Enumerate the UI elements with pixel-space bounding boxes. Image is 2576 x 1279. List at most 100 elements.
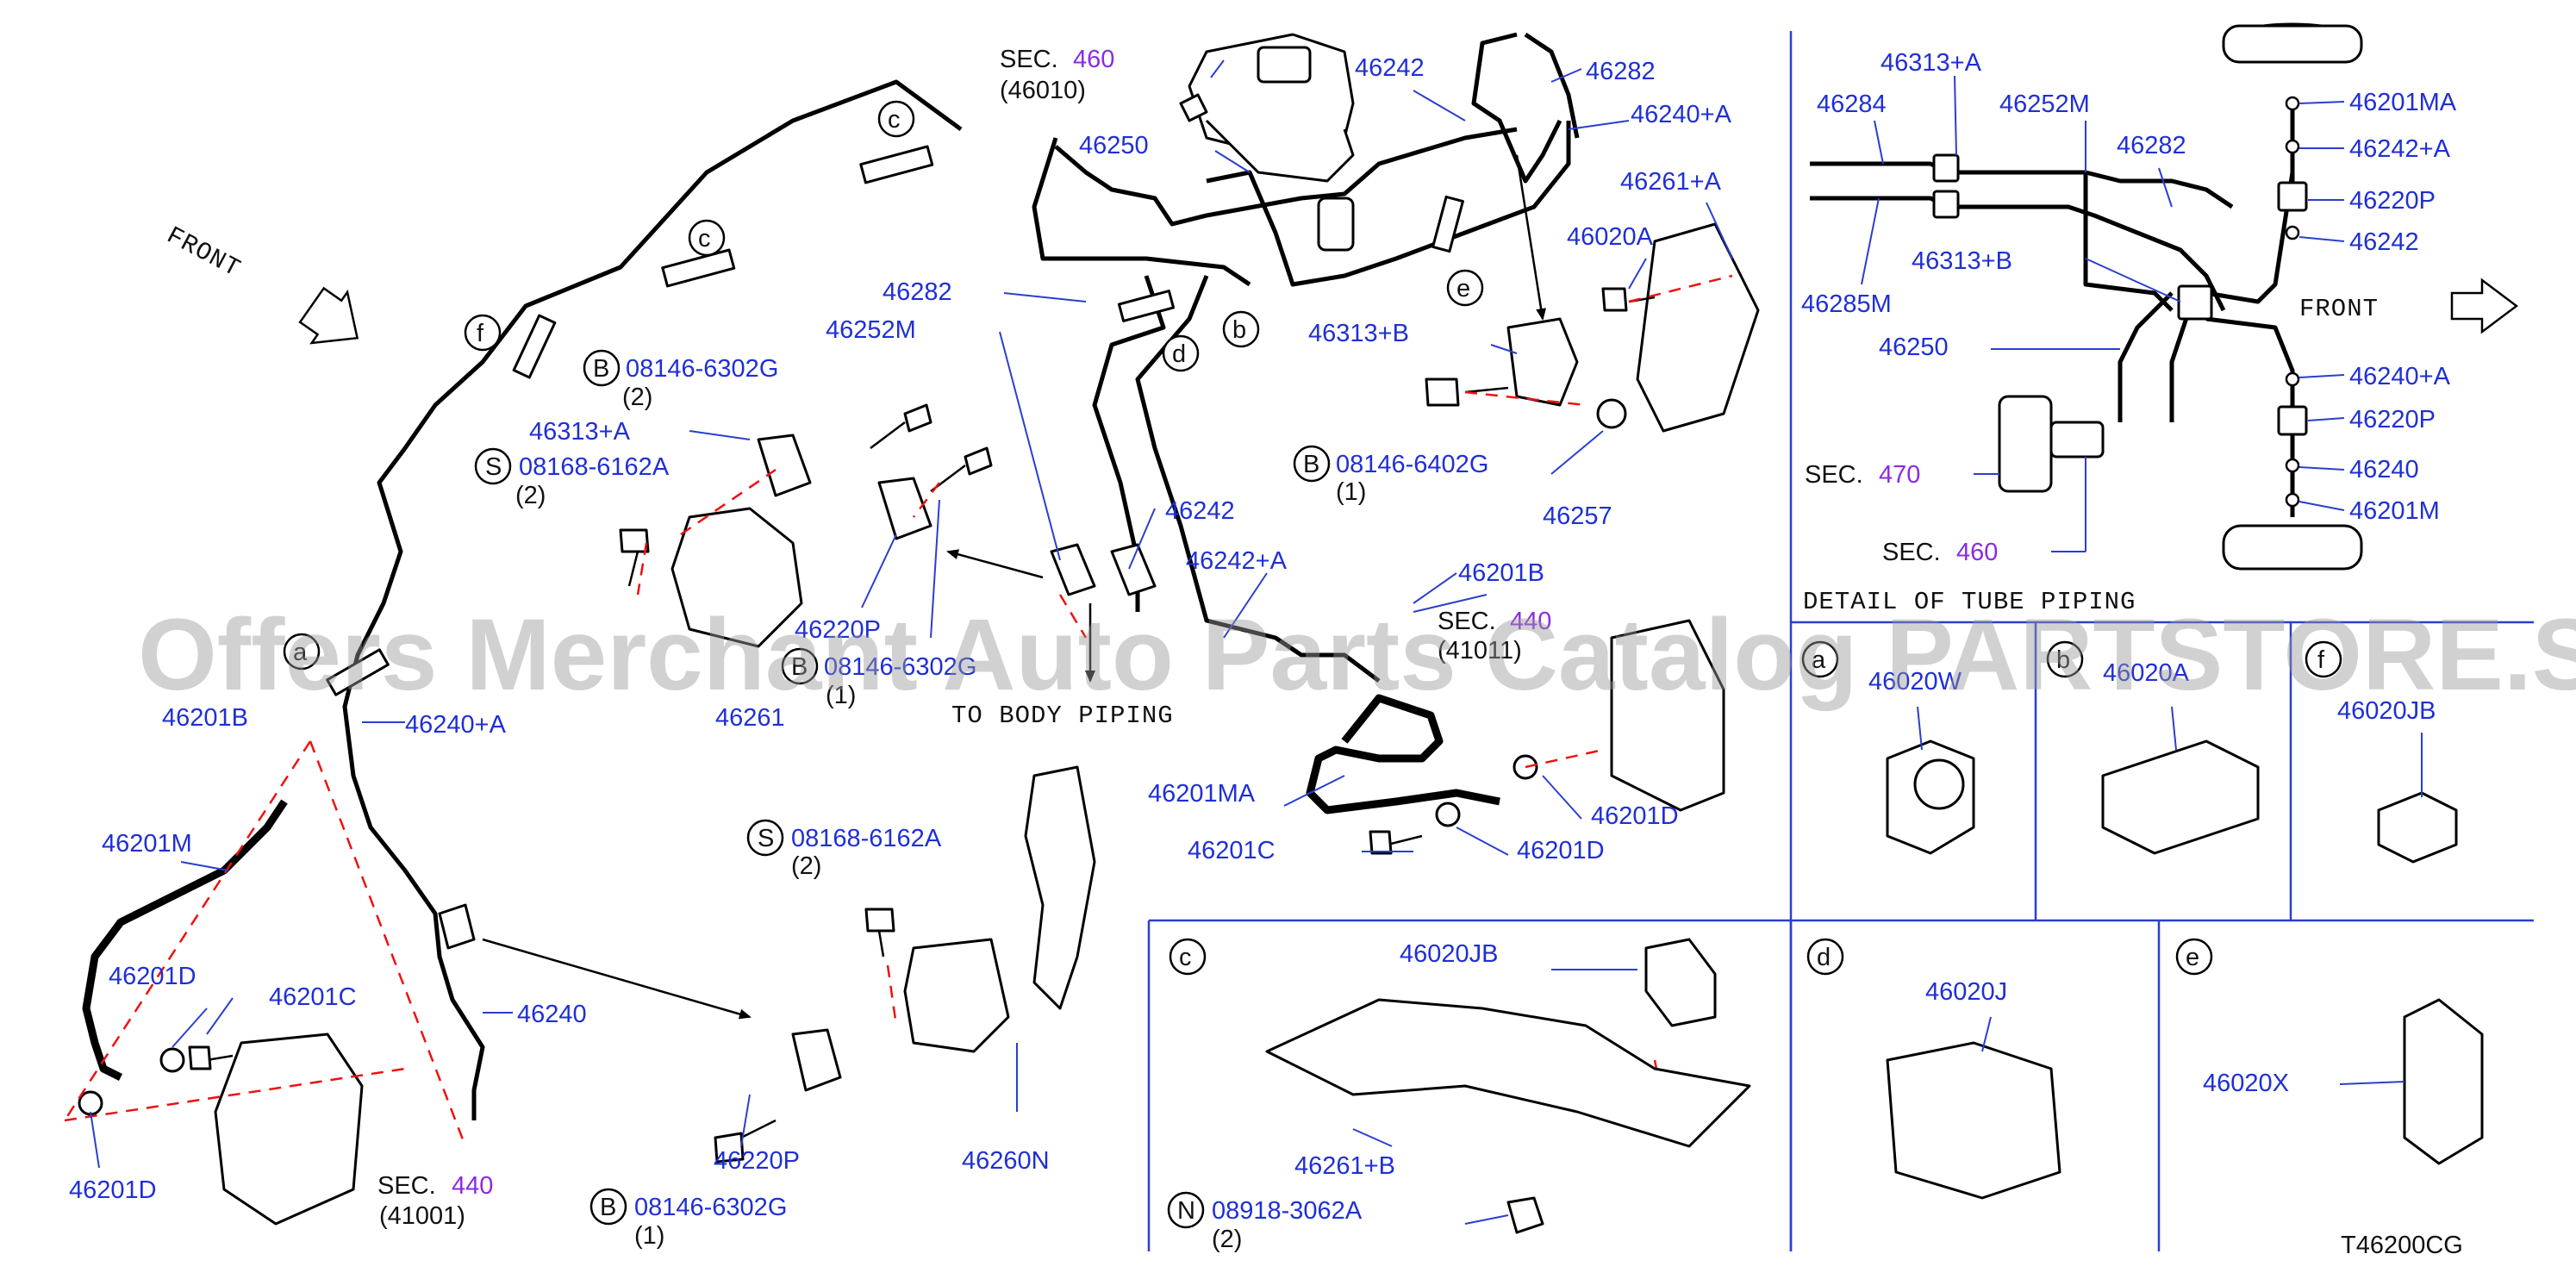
- inset-marker-f-label: f: [2317, 646, 2325, 674]
- clip-marker-e-label: e: [1456, 275, 1470, 303]
- clip-marker-c-2-label: c: [698, 225, 711, 253]
- clip-marker-b-label: b: [1232, 316, 1246, 344]
- detail-46313a: 46313+A: [1881, 49, 1982, 77]
- to-body-piping-label: TO BODY PIPING: [951, 702, 1174, 730]
- captions: FRONT FRONT TO BODY PIPING DETAIL OF TUB…: [162, 221, 2463, 1259]
- inset-marker-a: [1801, 640, 1839, 678]
- clip-marker-c-1: [877, 100, 915, 138]
- detail-46220p-2: 46220P: [2349, 406, 2436, 434]
- bolt-qty-3: (1): [634, 1222, 664, 1250]
- screw-08168-6162a-1: 08168-6162A: [519, 453, 670, 481]
- part-46201ma-mid: 46201MA: [1148, 780, 1256, 808]
- front-arrow-detail-icon: [2450, 278, 2519, 334]
- detail-46201m: 46201M: [2349, 497, 2440, 525]
- nut-qty-1: (2): [1212, 1226, 1242, 1253]
- part-46313a-main: 46313+A: [529, 418, 631, 446]
- part-46252m-main: 46252M: [826, 316, 916, 344]
- part-46201b-left: 46201B: [162, 704, 248, 732]
- part-46257: 46257: [1543, 502, 1612, 530]
- part-46201d-l2: 46201D: [69, 1176, 157, 1204]
- clip-marker-d: [1162, 334, 1200, 372]
- badge-b-2: B: [791, 653, 808, 681]
- part-46201c-right: 46201C: [1188, 837, 1276, 864]
- part-46282-mid: 46282: [883, 278, 952, 306]
- detail-46240: 46240: [2349, 456, 2419, 484]
- detail-46284: 46284: [1817, 90, 1887, 118]
- part-46240a-top: 46240+A: [1631, 101, 1732, 128]
- detail-46313b: 46313+B: [1912, 247, 2012, 275]
- part-46220p-left: 46220P: [795, 616, 881, 644]
- bolts: [78, 287, 1656, 1234]
- sec-440-right-num: 440: [1510, 608, 1551, 635]
- clip-marker-f: [464, 314, 502, 352]
- section-references: SEC. 460 (46010) SEC. 440 (41011) SEC. 4…: [377, 46, 1998, 1230]
- nut-08918-3062a: 08918-3062A: [1212, 1197, 1363, 1225]
- part-46201d-l1: 46201D: [109, 963, 196, 990]
- detail-46285m: 46285M: [1801, 290, 1892, 318]
- screw-qty-2: (2): [791, 852, 821, 880]
- inset-marker-b: [2046, 640, 2084, 678]
- part-labels: 46250 46242 46282 46240+A 46261+A 46020A…: [69, 49, 2457, 1204]
- sec-460-top-sub: (46010): [1000, 77, 1086, 104]
- inset-marker-e-label: e: [2186, 944, 2199, 971]
- bolt-qty-2: (1): [826, 682, 856, 709]
- clip-marker-d-label: d: [1172, 340, 1186, 368]
- inset-marker-c-label: c: [1179, 944, 1192, 971]
- badge-n-1: N: [1177, 1197, 1195, 1225]
- sec-460-top-prefix: SEC.: [1000, 46, 1058, 73]
- detail-46201ma: 46201MA: [2349, 89, 2457, 116]
- diagram-code: T46200CG: [2341, 1232, 2463, 1259]
- master-cylinder: [1179, 33, 1355, 252]
- detail-46242: 46242: [2349, 228, 2419, 256]
- pipe-tapes: [326, 145, 1464, 696]
- clip-marker-b: [1222, 310, 1260, 348]
- clip-marker-e: [1446, 269, 1484, 307]
- sec-460-top-num: 460: [1073, 46, 1114, 73]
- badge-s-2: S: [758, 825, 774, 852]
- inset-marker-d: [1806, 938, 1844, 976]
- bolt-qty-1: (2): [622, 384, 652, 411]
- clip-marker-a-label: a: [293, 639, 308, 666]
- bolt-08146-6302g-1: 08146-6302G: [626, 355, 778, 383]
- detail-tube-piping: [1810, 22, 2363, 571]
- part-46242-top: 46242: [1355, 54, 1425, 82]
- front-label-main: FRONT: [162, 221, 246, 284]
- part-46020j: 46020J: [1925, 978, 2007, 1006]
- part-46261a: 46261+A: [1620, 168, 1722, 196]
- detail-46250: 46250: [1879, 334, 1949, 361]
- part-46020jb-c: 46020JB: [1400, 940, 1499, 968]
- leader-lines: [90, 59, 2423, 1225]
- bolt-08146-6302g-3: 08146-6302G: [634, 1194, 787, 1221]
- part-46201d-r2: 46201D: [1517, 837, 1605, 864]
- main-brake-lines: [82, 32, 1580, 1120]
- part-46020a: 46020A: [1567, 223, 1654, 251]
- sec-470-detail-prefix: SEC.: [1805, 461, 1863, 489]
- detail-tube-piping-title: DETAIL OF TUBE PIPING: [1803, 588, 2136, 616]
- badge-b-1: B: [593, 355, 609, 383]
- inset-marker-f: [2305, 640, 2342, 678]
- screw-qty-1: (2): [515, 482, 546, 509]
- inset-marker-d-label: d: [1817, 944, 1831, 971]
- sec-460-detail-prefix: SEC.: [1882, 539, 1941, 566]
- badge-b-3: B: [600, 1194, 616, 1221]
- inset-marker-e: [2175, 938, 2213, 976]
- clip-markers: c c f a b d e a b f c d e: [283, 100, 2342, 976]
- part-46020a-b: 46020A: [2103, 659, 2190, 687]
- watermark-text: Offers Merchant Auto Parts Catalog PARTS…: [138, 598, 2576, 712]
- bolt-qty-4: (1): [1336, 478, 1366, 506]
- detail-46220p-1: 46220P: [2349, 187, 2436, 215]
- front-label-detail: FRONT: [2299, 295, 2379, 323]
- part-46242-mid: 46242: [1165, 497, 1235, 525]
- sec-440-left-prefix: SEC.: [377, 1172, 436, 1200]
- arrows: [298, 154, 2519, 1020]
- part-46282-top: 46282: [1586, 58, 1656, 85]
- part-46250: 46250: [1079, 132, 1149, 159]
- clip-marker-a: [283, 633, 321, 671]
- sec-440-right-sub: (41011): [1438, 637, 1522, 664]
- part-46240-left: 46240: [517, 1001, 587, 1028]
- part-46201m-left: 46201M: [102, 830, 192, 858]
- sec-440-left-num: 440: [452, 1172, 493, 1200]
- inset-marker-b-label: b: [2056, 646, 2070, 674]
- part-46313b-main: 46313+B: [1308, 320, 1409, 347]
